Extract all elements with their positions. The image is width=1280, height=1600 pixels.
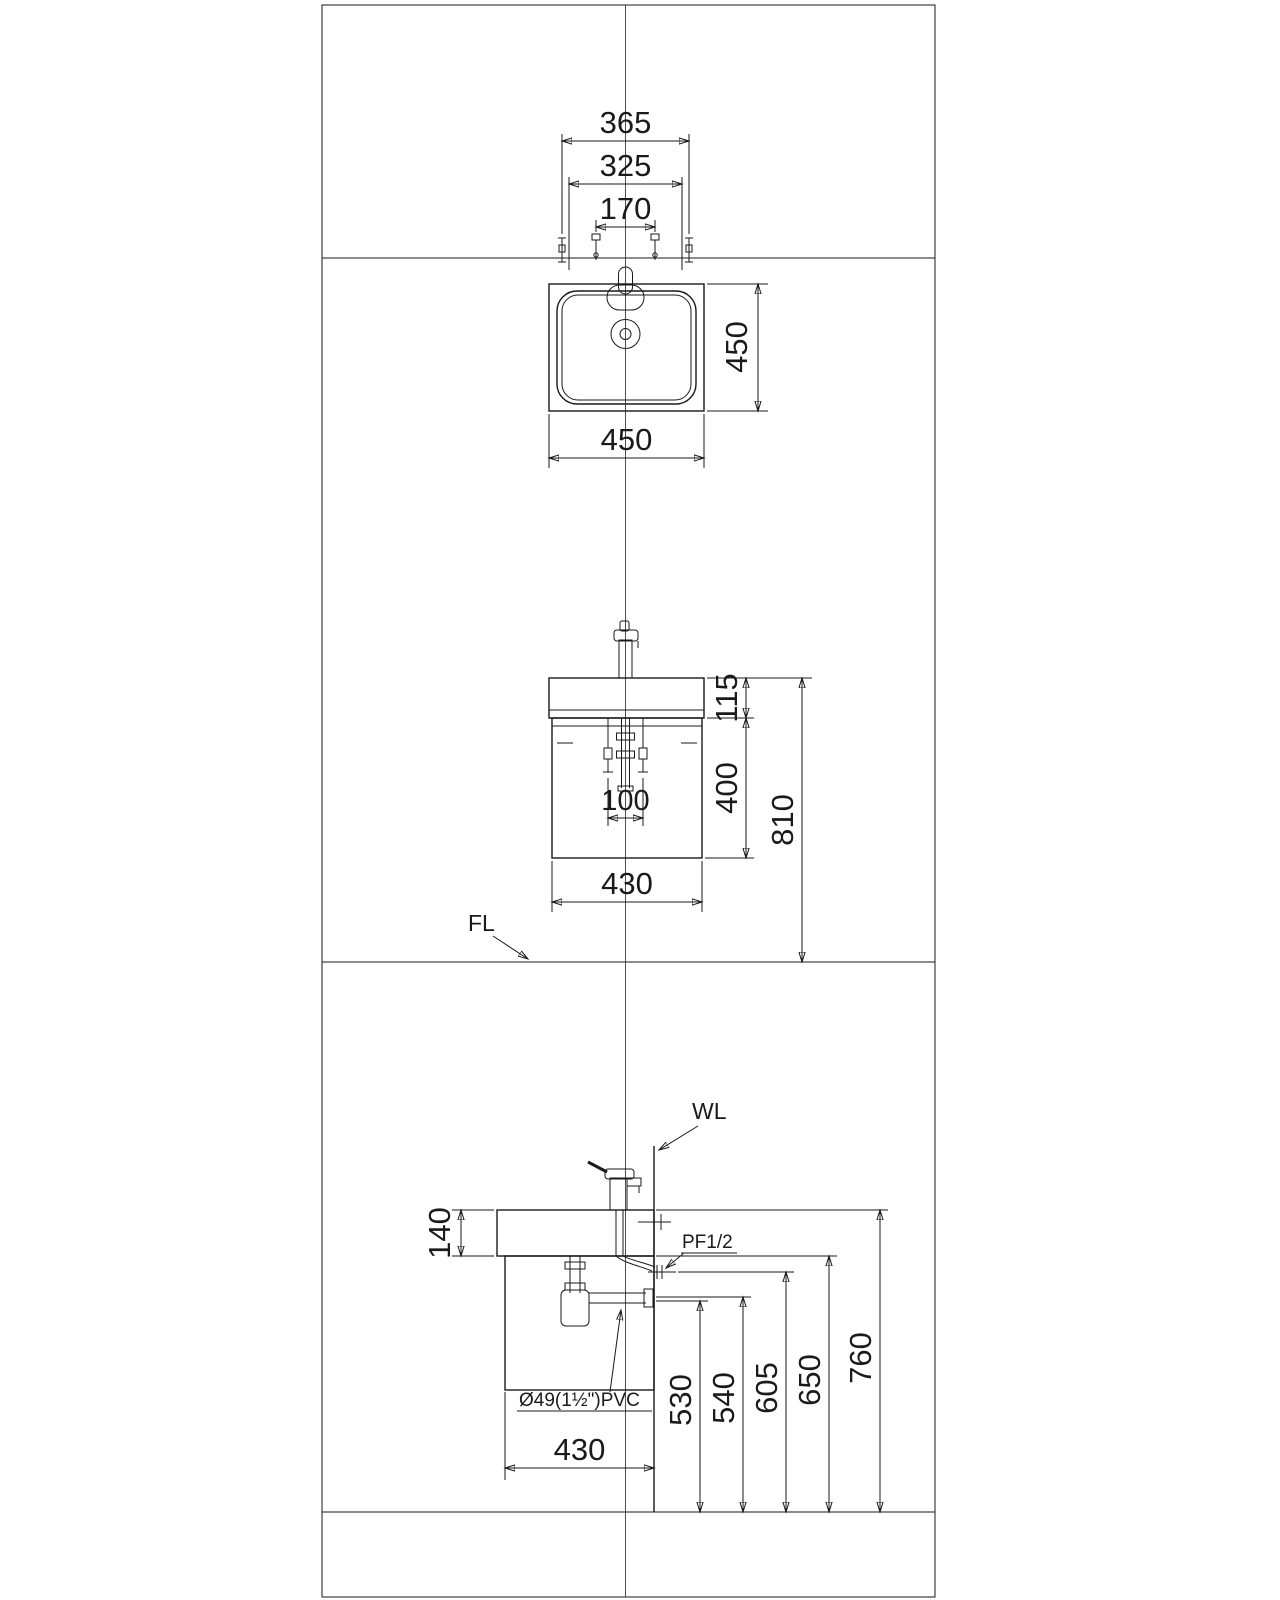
cabinet-front <box>551 717 703 859</box>
dim-430-label: 430 <box>601 866 653 901</box>
plan-dim-365: 365 <box>562 105 689 234</box>
drain-pipe-front <box>616 718 635 792</box>
plan-view: 365 325 170 <box>549 105 768 468</box>
dim-760-label: 760 <box>843 1332 878 1384</box>
dim-530-label: 530 <box>663 1374 698 1426</box>
side-dim-760: 760 <box>656 1210 888 1512</box>
faucet-side <box>587 1160 642 1211</box>
side-dim-140: 140 <box>422 1207 494 1259</box>
plan-dim-170: 170 <box>596 191 655 232</box>
floor-line-callout: FL <box>468 910 528 959</box>
front-dim-400: 400 <box>705 718 754 858</box>
dim-540-label: 540 <box>706 1372 741 1424</box>
wl-label: WL <box>692 1098 727 1124</box>
drawing-frame <box>321 4 936 1598</box>
wall-line-callout: WL <box>659 1098 727 1150</box>
side-dim-530: 530 <box>656 1301 708 1512</box>
faucet-plan <box>606 266 645 311</box>
dim-170-label: 170 <box>600 191 652 226</box>
pvc-label: Ø49(1½")PVC <box>519 1390 640 1411</box>
wall-bracket <box>638 1214 671 1230</box>
plan-dim-width: 450 <box>549 414 704 468</box>
front-dim-810: 810 <box>765 678 802 962</box>
side-dim-430: 430 <box>505 1392 654 1480</box>
washbasin-plan <box>548 266 705 412</box>
fl-label: FL <box>468 910 495 936</box>
washbasin-front <box>548 677 705 719</box>
plan-dim-325: 325 <box>569 148 682 270</box>
plan-dim-depth: 450 <box>707 284 768 411</box>
mounting-bolt-right <box>685 237 693 263</box>
front-dim-115: 115 <box>707 673 812 723</box>
supply-hoses-side <box>615 1210 656 1272</box>
bottle-trap-side <box>560 1256 654 1327</box>
dim-400-label: 400 <box>709 762 744 814</box>
dim-650-label: 650 <box>792 1354 827 1406</box>
washbasin-side <box>496 1209 655 1257</box>
pf12-label: PF1/2 <box>682 1232 733 1253</box>
faucet-front <box>613 620 639 679</box>
front-view: 100 430 115 400 810 FL <box>468 620 812 962</box>
dim-450-depth-label: 450 <box>719 321 754 373</box>
mounting-bolt-left <box>558 237 566 263</box>
front-dim-430: 430 <box>552 861 702 912</box>
front-dim-100: 100 <box>601 778 650 826</box>
side-dim-605: 605 <box>678 1272 794 1512</box>
dim-140-label: 140 <box>422 1207 457 1259</box>
dim-100-label: 100 <box>601 785 649 817</box>
faucet-stud-left <box>591 233 601 260</box>
dim-450-width-label: 450 <box>601 422 653 457</box>
supply-fitting-callout: PF1/2 <box>666 1232 737 1268</box>
drain-plan <box>610 319 641 349</box>
faucet-stud-right <box>650 233 660 260</box>
dim-810-label: 810 <box>765 794 800 846</box>
side-dim-540: 540 <box>656 1297 751 1512</box>
side-view: WL <box>422 1098 888 1512</box>
side-dim-650: 650 <box>656 1256 837 1512</box>
supply-fitting <box>648 1265 676 1279</box>
dim-365-label: 365 <box>600 105 652 140</box>
supply-pipes-front <box>603 718 648 773</box>
dim-430-depth-label: 430 <box>554 1432 606 1467</box>
drain-pipe-callout: Ø49(1½")PVC <box>517 1310 652 1412</box>
dim-115-label: 115 <box>709 673 744 722</box>
dim-605-label: 605 <box>749 1362 784 1414</box>
dim-325-label: 325 <box>600 148 652 183</box>
